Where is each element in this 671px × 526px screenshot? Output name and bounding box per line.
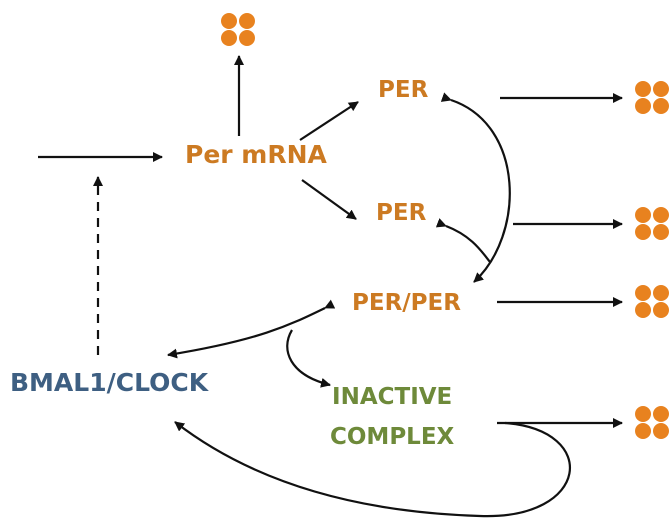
mrna-to-per-top-arrow xyxy=(299,101,359,141)
per-top-to-dimer-curve xyxy=(440,92,511,283)
four-dot-cluster-icon xyxy=(635,207,669,240)
per-mid-label: PER xyxy=(376,200,427,226)
four-dot-cluster-icon xyxy=(221,13,255,46)
dimer-to-complex-curve xyxy=(286,329,331,388)
per-mrna-label: Per mRNA xyxy=(185,140,327,169)
four-dot-cluster-icon xyxy=(635,81,669,114)
complex-line: COMPLEX xyxy=(330,424,455,450)
inactive-complex-label: INACTIVE COMPLEX xyxy=(330,377,454,457)
complex-to-bmal-feedback-curve xyxy=(174,421,571,518)
per-mid-to-dimer-curve xyxy=(435,218,491,263)
four-dot-cluster-icon xyxy=(635,285,669,318)
dimer-to-bmal-curve xyxy=(167,299,336,359)
mrna-to-per-mid-arrow xyxy=(301,179,357,220)
inactive-line: INACTIVE xyxy=(332,384,453,410)
per-dimer-label: PER/PER xyxy=(352,290,461,316)
per-top-label: PER xyxy=(378,77,429,103)
bmal1-clock-label: BMAL1/CLOCK xyxy=(10,368,209,397)
four-dot-cluster-icon xyxy=(635,406,669,439)
